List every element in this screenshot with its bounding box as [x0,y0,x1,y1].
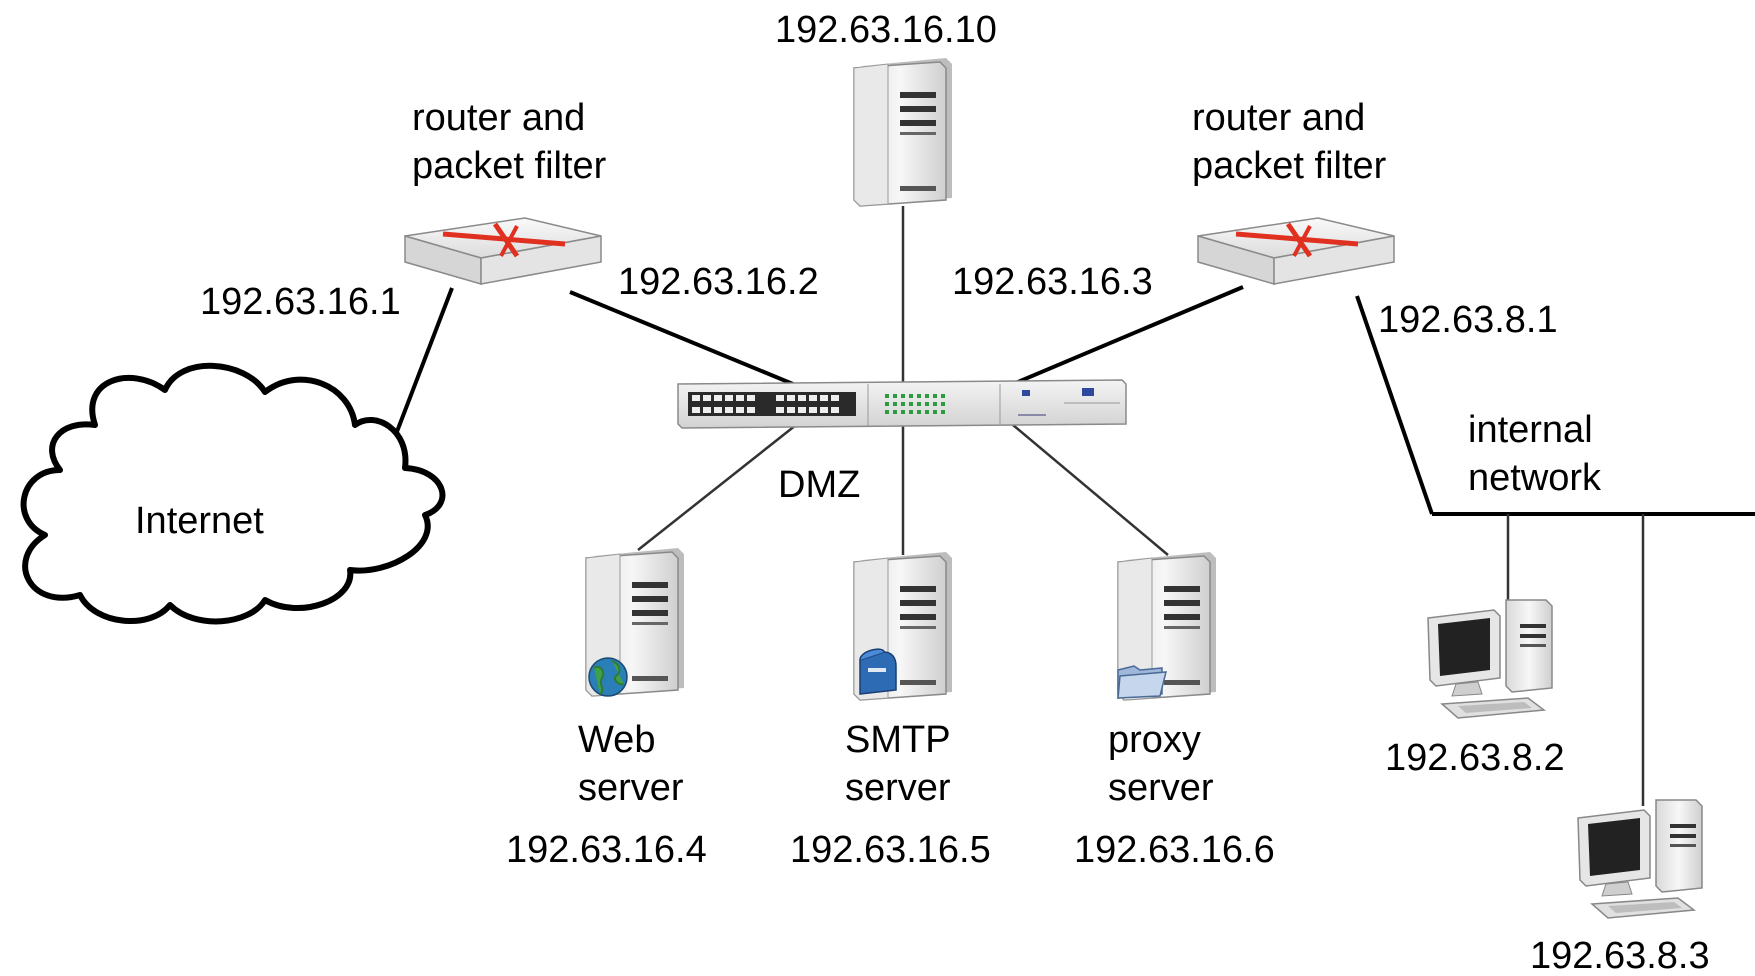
link-internet-router-left [386,287,454,456]
smtp-server-ip: 192.63.16.5 [790,829,991,871]
link-router-right-internal [1355,295,1434,515]
desktop-computer-icon [1577,799,1703,919]
router-right-label-line2: packet filter [1192,145,1387,187]
internal-network-label-line1: internal [1468,409,1593,451]
folder-icon [1117,665,1167,699]
router-left: router and packet filter 192.63.16.1 192… [200,97,819,323]
server-tower-icon [853,57,953,207]
dmz-switch: DMZ [677,379,1127,506]
link-router-left-switch [569,290,794,386]
internal-host-2: 192.63.8.3 [1530,799,1710,976]
dmz-label: DMZ [778,464,860,506]
router-right-label-line1: router and [1192,97,1365,139]
top-server: 192.63.16.10 [775,9,997,207]
proxy-server-name-line1: proxy [1108,719,1201,761]
network-switch-icon [677,379,1127,429]
globe-icon [588,657,628,697]
internal-host-1-ip: 192.63.8.2 [1385,737,1565,779]
web-server: Web server 192.63.16.4 [506,547,707,871]
internet-label: Internet [135,500,264,542]
link-switch-web-server [637,424,797,551]
link-router-right-switch [1012,285,1244,386]
link-switch-proxy-server [1012,424,1169,556]
internal-host-2-ip: 192.63.8.3 [1530,935,1710,976]
smtp-server-name-line1: SMTP [845,719,951,761]
cloud-icon [20,362,446,625]
web-server-name-line2: server [578,767,684,809]
top-server-ip: 192.63.16.10 [775,9,997,51]
smtp-server-name-line2: server [845,767,951,809]
proxy-server-ip: 192.63.16.6 [1074,829,1275,871]
router-left-label-line2: packet filter [412,145,607,187]
packet-filter-x-mark [1235,222,1359,258]
router-right-ip-internal: 192.63.8.1 [1378,299,1558,341]
router-packet-filter-icon [404,217,602,285]
web-server-name-line1: Web [578,719,655,761]
packet-filter-x-mark [442,222,566,258]
proxy-server: proxy server 192.63.16.6 [1074,551,1275,871]
router-left-ip-dmz: 192.63.16.2 [618,261,819,303]
router-packet-filter-icon [1197,217,1395,285]
router-left-ip-outside: 192.63.16.1 [200,281,401,323]
proxy-server-name-line2: server [1108,767,1214,809]
internal-host-1: 192.63.8.2 [1385,599,1565,779]
internal-network-label-line2: network [1468,457,1602,499]
router-right: router and packet filter 192.63.16.3 192… [952,97,1558,341]
internet-cloud: Internet [20,362,446,625]
internal-network: internal network 192.63.8.2 192.63.8.3 [1385,409,1710,976]
router-left-label-line1: router and [412,97,585,139]
smtp-server: SMTP server 192.63.16.5 [790,551,991,871]
web-server-ip: 192.63.16.4 [506,829,707,871]
mailbox-icon [859,648,897,695]
desktop-computer-icon [1427,599,1553,719]
connection-lines [386,206,1755,806]
router-right-ip-dmz: 192.63.16.3 [952,261,1153,303]
